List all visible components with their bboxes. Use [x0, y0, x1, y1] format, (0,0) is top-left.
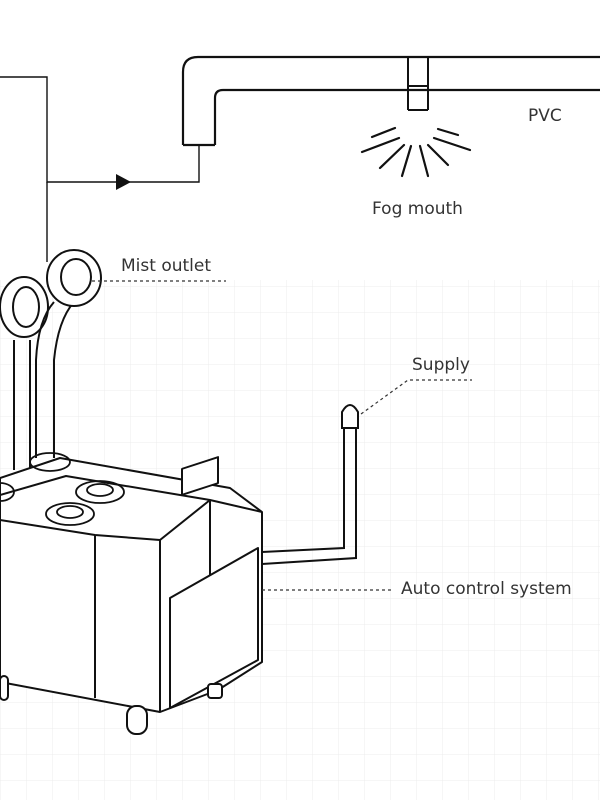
mist-outlet-assembly: [0, 249, 102, 470]
pvc-label: PVC: [528, 106, 562, 126]
connection-lines: [0, 76, 200, 262]
leader-lines: [92, 280, 472, 591]
machine-wheels: [0, 675, 223, 735]
fog-spray-lines: [360, 126, 472, 178]
auto-control-system-label: Auto control system: [401, 579, 572, 599]
supply-pipe: [261, 404, 359, 565]
fog-nozzle: [407, 57, 429, 111]
flow-arrow: [116, 174, 131, 190]
fog-mouth-label: Fog mouth: [372, 199, 463, 219]
pvc-pipe: [181, 55, 600, 147]
mist-outlet-label: Mist outlet: [121, 256, 212, 276]
machine-top-openings: [0, 452, 125, 526]
humidifier-machine: [0, 456, 263, 713]
supply-label: Supply: [412, 355, 470, 375]
